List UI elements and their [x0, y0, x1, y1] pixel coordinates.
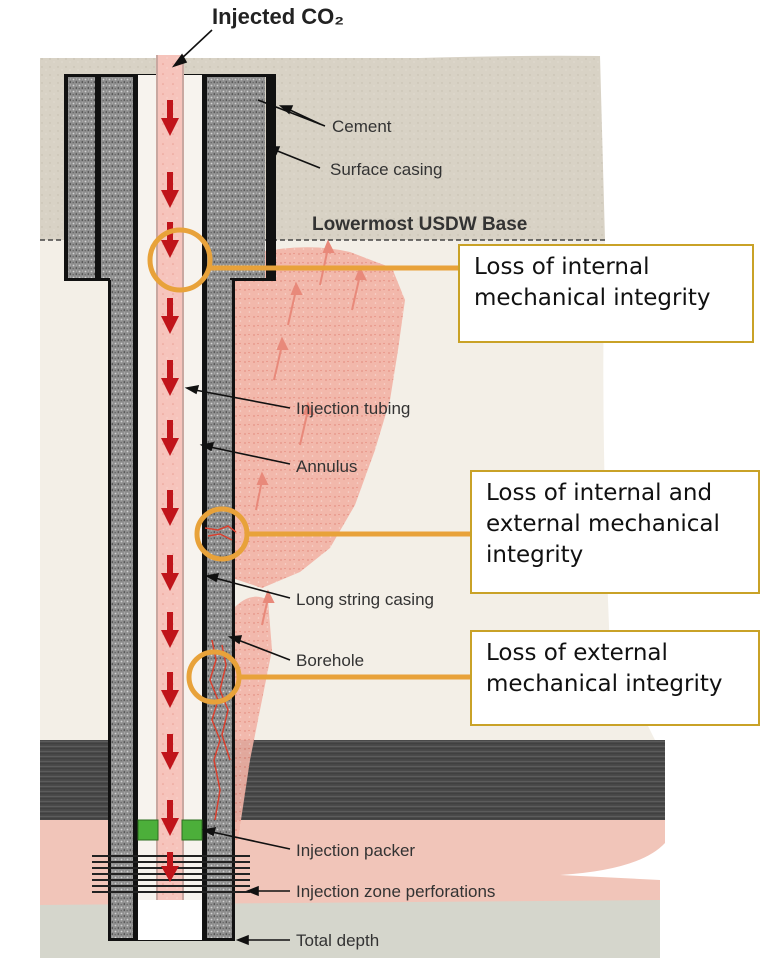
callout-external-line-2: mechanical integrity: [486, 669, 758, 700]
callout-internal-line-2: mechanical integrity: [474, 283, 752, 314]
well-bottom: [138, 900, 202, 940]
callout-internal-external-line-1: Loss of internal and: [486, 478, 758, 509]
long-string-casing-left: [133, 75, 138, 940]
callout-internal-external-line-2: external mechanical: [486, 509, 758, 540]
label-total-depth: Total depth: [296, 931, 379, 950]
borehole-left: [108, 280, 111, 940]
callout-internal-integrity: Loss of internal mechanical integrity: [458, 244, 754, 343]
annulus-left: [138, 75, 158, 940]
borehole-right: [232, 280, 235, 940]
callout-internal-external-integrity: Loss of internal and external mechanical…: [470, 470, 760, 594]
usdw-base-label: Lowermost USDW Base: [312, 214, 527, 235]
label-annulus: Annulus: [296, 457, 357, 476]
surface-casing-left: [64, 75, 68, 280]
callout-external-line-1: Loss of external: [486, 638, 758, 669]
callout-internal-line-1: Loss of internal: [474, 252, 752, 283]
long-string-casing-right: [202, 75, 207, 940]
cement-left-lower: [110, 280, 136, 940]
label-long-string-casing: Long string casing: [296, 590, 434, 609]
label-injection-packer: Injection packer: [296, 841, 415, 860]
title-injected-co2: Injected CO₂: [212, 4, 344, 29]
callout-internal-external-line-3: integrity: [486, 540, 758, 571]
label-injection-zone-perforations: Injection zone perforations: [296, 882, 495, 901]
label-cement: Cement: [332, 117, 392, 136]
surface-casing-inner-left: [95, 75, 101, 280]
annulus-right: [182, 75, 202, 940]
label-borehole: Borehole: [296, 651, 364, 670]
cement-right-lower: [212, 280, 234, 940]
callout-external-integrity: Loss of external mechanical integrity: [470, 630, 760, 726]
label-surface-casing: Surface casing: [330, 160, 442, 179]
label-injection-tubing: Injection tubing: [296, 399, 410, 418]
